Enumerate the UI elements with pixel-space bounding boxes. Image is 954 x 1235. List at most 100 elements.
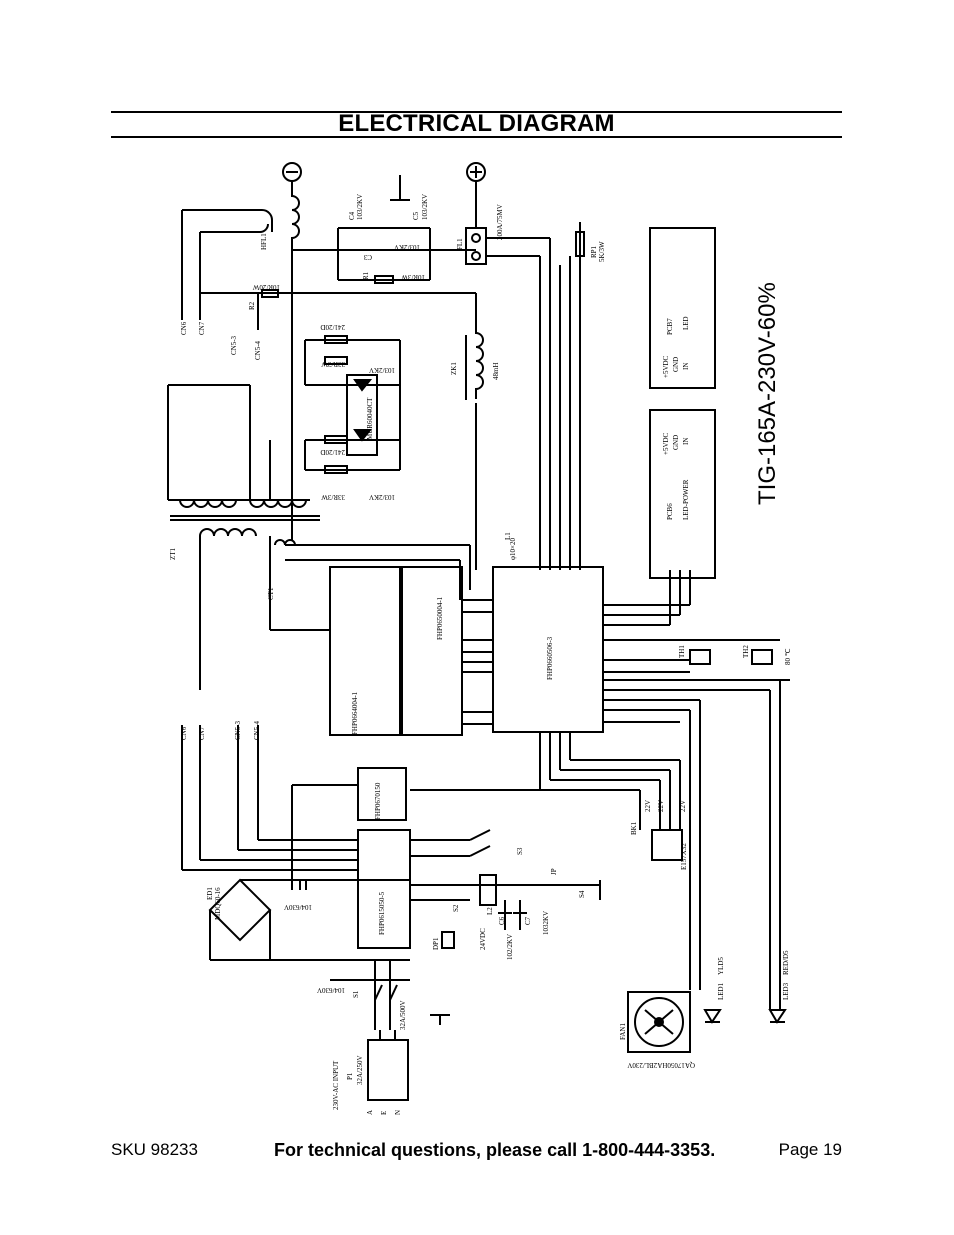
cn7-bottom: CN7: [198, 726, 206, 740]
cn5-3-bottom: CN5-3: [234, 720, 242, 740]
bk1-label: BK1: [630, 821, 638, 835]
ed1-part: MDQ60-16: [214, 887, 222, 920]
bk1-part: E157X32: [680, 843, 688, 870]
th1-sensor: [689, 649, 711, 665]
pcb6-label: PCB6: [666, 503, 674, 520]
p1-label: P1: [346, 1072, 354, 1080]
v22-a: 22V: [644, 800, 652, 812]
fan1-label: FAN1: [619, 1023, 627, 1040]
footer-page-number: Page 19: [778, 1140, 842, 1159]
s3-label: S3: [516, 847, 524, 855]
c4-label: C4: [348, 211, 356, 220]
l1-rating: φ10×20: [509, 538, 517, 560]
th-temp: 80 ℃: [784, 648, 792, 665]
ac-plug: [367, 1039, 409, 1101]
snubber-c1: 103/2KV: [369, 366, 395, 374]
bridge-cap-rating: 104/630V: [284, 903, 312, 911]
rp1-rating: 5K/3W: [598, 241, 606, 262]
zk1-label: ZK1: [450, 362, 458, 375]
cn7-top: CN7: [198, 321, 206, 335]
pcb7-led-label: LED: [682, 316, 690, 330]
c7-label: C7: [524, 916, 532, 925]
bk1-contactor: [651, 829, 683, 861]
board3-label: FHP0660506-3: [546, 636, 554, 680]
jp-label: JP: [550, 868, 558, 875]
l1-label: L1: [504, 532, 512, 540]
pcb6-sub: LED-POWER: [682, 479, 690, 520]
th1-label: TH1: [678, 645, 686, 658]
board-fhp0670150: [357, 767, 407, 821]
dp1-label: DP1: [432, 937, 440, 950]
led1: [703, 1009, 722, 1024]
led3-label: LED3: [782, 982, 790, 1000]
plug-a: A: [366, 1110, 374, 1115]
s4-label: S4: [578, 890, 586, 898]
snubber-r1: 241/20D: [321, 323, 346, 331]
pcb7-gnd: GND: [672, 357, 680, 372]
fan1: [627, 991, 691, 1053]
led3-color: RED/D5: [782, 950, 790, 975]
r1-rating: 10R/3W: [401, 273, 425, 281]
r2-label: R2: [248, 301, 256, 310]
pcb7-in: IN: [682, 363, 690, 370]
board1-label: FHP0664004-1: [351, 691, 359, 735]
c5-label: C5: [412, 211, 420, 220]
pcb6-gnd: GND: [672, 435, 680, 450]
fl1-rating: 200A/75MV: [496, 204, 504, 240]
title-bottom-rule: [111, 136, 842, 138]
model-label: TIG-165A-230V-60%: [754, 282, 781, 505]
footer-tech-line: For technical questions, please call 1-8…: [274, 1140, 716, 1160]
s1-rating: 32A/500V: [399, 1000, 407, 1030]
dp1-rating: 24VDC: [479, 928, 487, 950]
c7-rating: 1032KV: [542, 911, 550, 935]
c6-rating: 102/2KV: [506, 934, 514, 960]
led1-label: LED1: [717, 982, 725, 1000]
title-top-rule: [111, 111, 842, 113]
p1-rating: 32A/250V: [356, 1055, 364, 1085]
led1-color: YLD5: [717, 957, 725, 975]
l2-label: L2: [486, 907, 494, 915]
footer-sku: SKU 98233: [111, 1140, 198, 1159]
pcb6-led-power-board: [649, 409, 716, 579]
pcb7-5vdc: +5VDC: [662, 355, 670, 378]
hfl1-label: HFL1: [260, 233, 268, 250]
board-fhp0650004: [401, 566, 463, 736]
fl1-label: FL1: [456, 238, 464, 250]
zk1-inductor: [475, 293, 484, 399]
cn6-bottom: CN6: [180, 726, 188, 740]
cn6-top: CN6: [180, 321, 188, 335]
snubber-r4: 33R/3W: [321, 493, 345, 501]
pcb6-in: IN: [682, 438, 690, 445]
cn5-4-bottom: CN5-4: [253, 720, 261, 740]
ct1-label: CT1: [267, 587, 275, 600]
board2-label: FHP0650004-1: [436, 596, 444, 640]
c3-rating: 103/2KV: [394, 243, 420, 251]
cn5-3-top: CN5-3: [230, 335, 238, 355]
cn5-4-top: CN5-4: [254, 340, 262, 360]
page-title: ELECTRICAL DIAGRAM: [338, 110, 615, 137]
board4-label: FHP0670150: [374, 782, 382, 820]
zk1-rating: 48mH: [492, 363, 500, 381]
snubber-r2: 33R/3W: [321, 360, 345, 368]
c3-label: C3: [363, 253, 372, 261]
s2-label: S2: [452, 904, 460, 912]
diode-module: [346, 374, 378, 456]
hfl1-coil: [291, 181, 300, 258]
diode-module-label: MUR60040CT: [366, 397, 374, 440]
board-fhp0664004: [329, 566, 401, 736]
th2-label: TH2: [742, 645, 750, 658]
rp1-label: RP1: [590, 245, 598, 258]
board5-label: FHP0615050-5: [378, 891, 386, 935]
input-cap-rating: 104/630V: [317, 986, 345, 994]
board-fhp0660506: [492, 566, 604, 733]
board-fhp0615050: [357, 829, 411, 949]
plug-e: E: [380, 1111, 388, 1115]
snubber-c2: 103/2KV: [369, 493, 395, 501]
c6-label: C6: [498, 916, 506, 925]
pcb7-led-board: [649, 227, 716, 389]
v22-b: 22V: [657, 800, 665, 812]
s1-label: S1: [352, 990, 360, 998]
plug-n: N: [394, 1110, 402, 1115]
pcb7-label: PCB7: [666, 318, 674, 335]
